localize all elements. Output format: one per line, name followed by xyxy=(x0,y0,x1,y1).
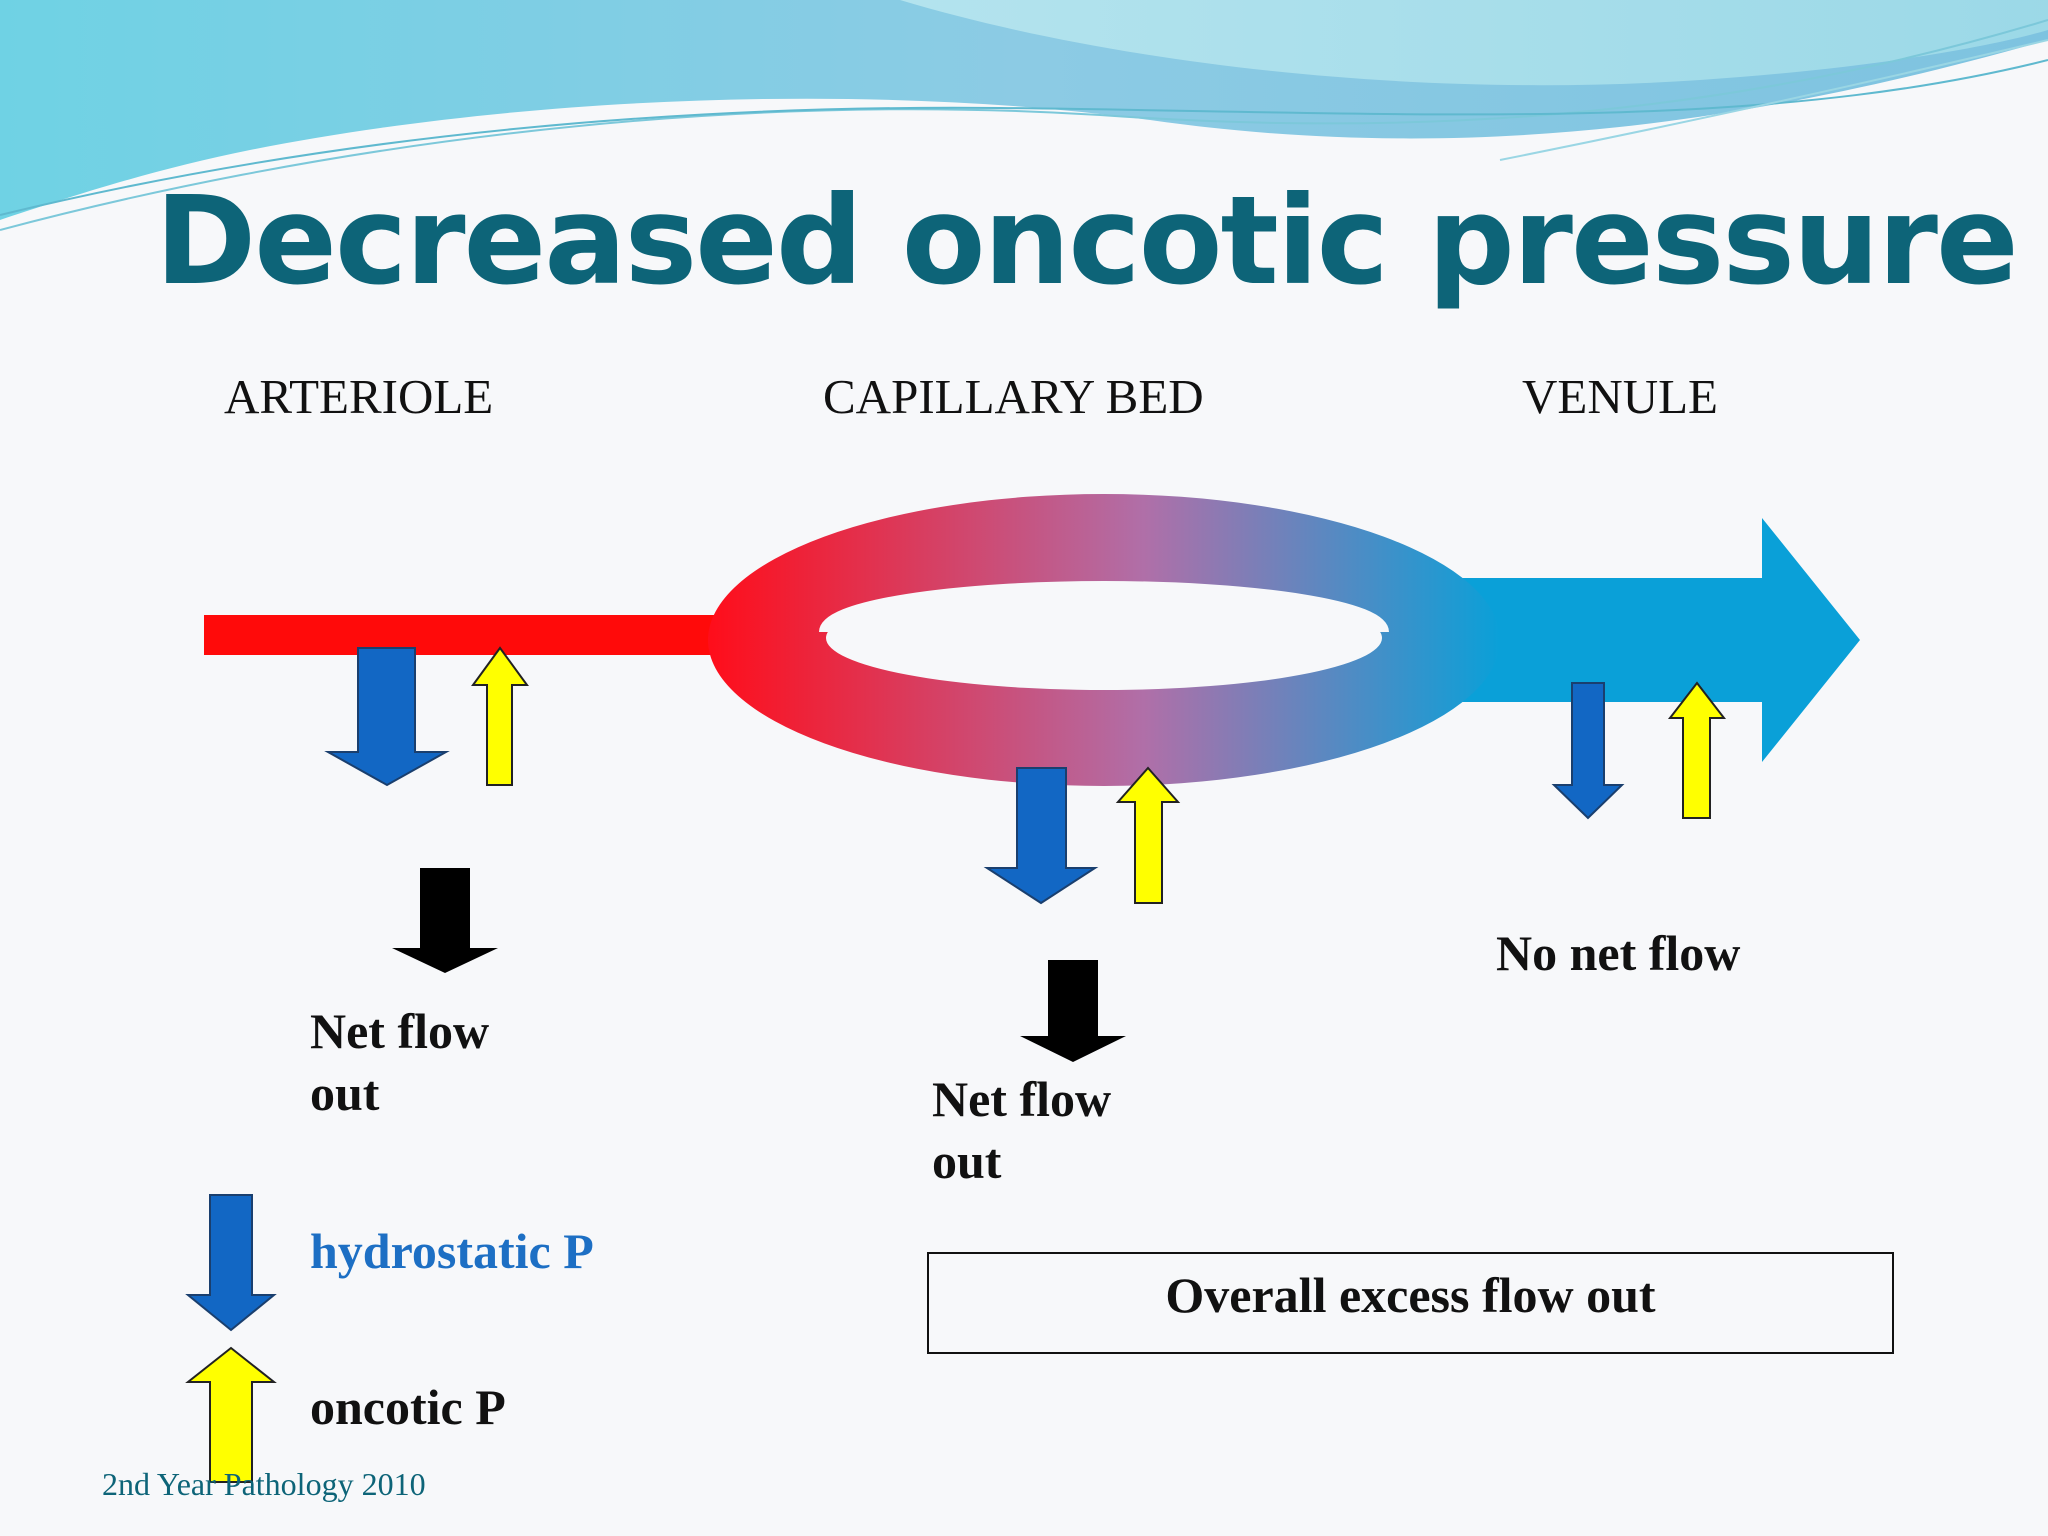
arteriole-net-flow-line1: Net flow xyxy=(310,1003,490,1059)
arteriole-oncotic-arrow xyxy=(471,646,529,786)
slide-title: Decreased oncotic pressure xyxy=(155,170,2019,312)
capillary-bed-loop xyxy=(708,494,1500,786)
legend-hydrostatic-label: hydrostatic P xyxy=(310,1223,594,1279)
label-arteriole: ARTERIOLE xyxy=(224,369,494,424)
arteriole-net-flow-line2: out xyxy=(310,1065,380,1121)
summary-text: Overall excess flow out xyxy=(1165,1267,1656,1323)
arteriole-vessel xyxy=(204,615,744,655)
arteriole-net-arrow xyxy=(392,868,498,973)
capillary-strand xyxy=(819,581,1389,634)
capillary-oncotic-arrow xyxy=(1115,766,1181,904)
arteriole-net-flow-label: Net flow out xyxy=(310,1000,489,1124)
capillary-net-flow-label: Net flow out xyxy=(932,1068,1111,1192)
arteriole-hydrostatic-arrow xyxy=(324,647,450,787)
venule-oncotic-arrow xyxy=(1667,681,1727,819)
capillary-net-arrow xyxy=(1020,960,1126,1062)
label-venule: VENULE xyxy=(1522,369,1718,424)
venule-no-net-flow-label: No net flow xyxy=(1496,925,1741,981)
legend-oncotic-label: oncotic P xyxy=(310,1379,506,1435)
legend-hydrostatic-arrow xyxy=(185,1194,277,1332)
legend-oncotic-arrow xyxy=(185,1346,277,1483)
venule-vessel-arrow xyxy=(1460,518,1860,762)
capillary-net-flow-line1: Net flow xyxy=(932,1071,1112,1127)
capillary-net-flow-line2: out xyxy=(932,1133,1002,1189)
slide-footer: 2nd Year Pathology 2010 xyxy=(102,1466,426,1502)
summary-box: Overall excess flow out xyxy=(927,1252,1894,1354)
label-capillary-bed: CAPILLARY BED xyxy=(823,369,1204,424)
capillary-hydrostatic-arrow xyxy=(983,767,1099,905)
venule-hydrostatic-arrow xyxy=(1551,682,1625,820)
